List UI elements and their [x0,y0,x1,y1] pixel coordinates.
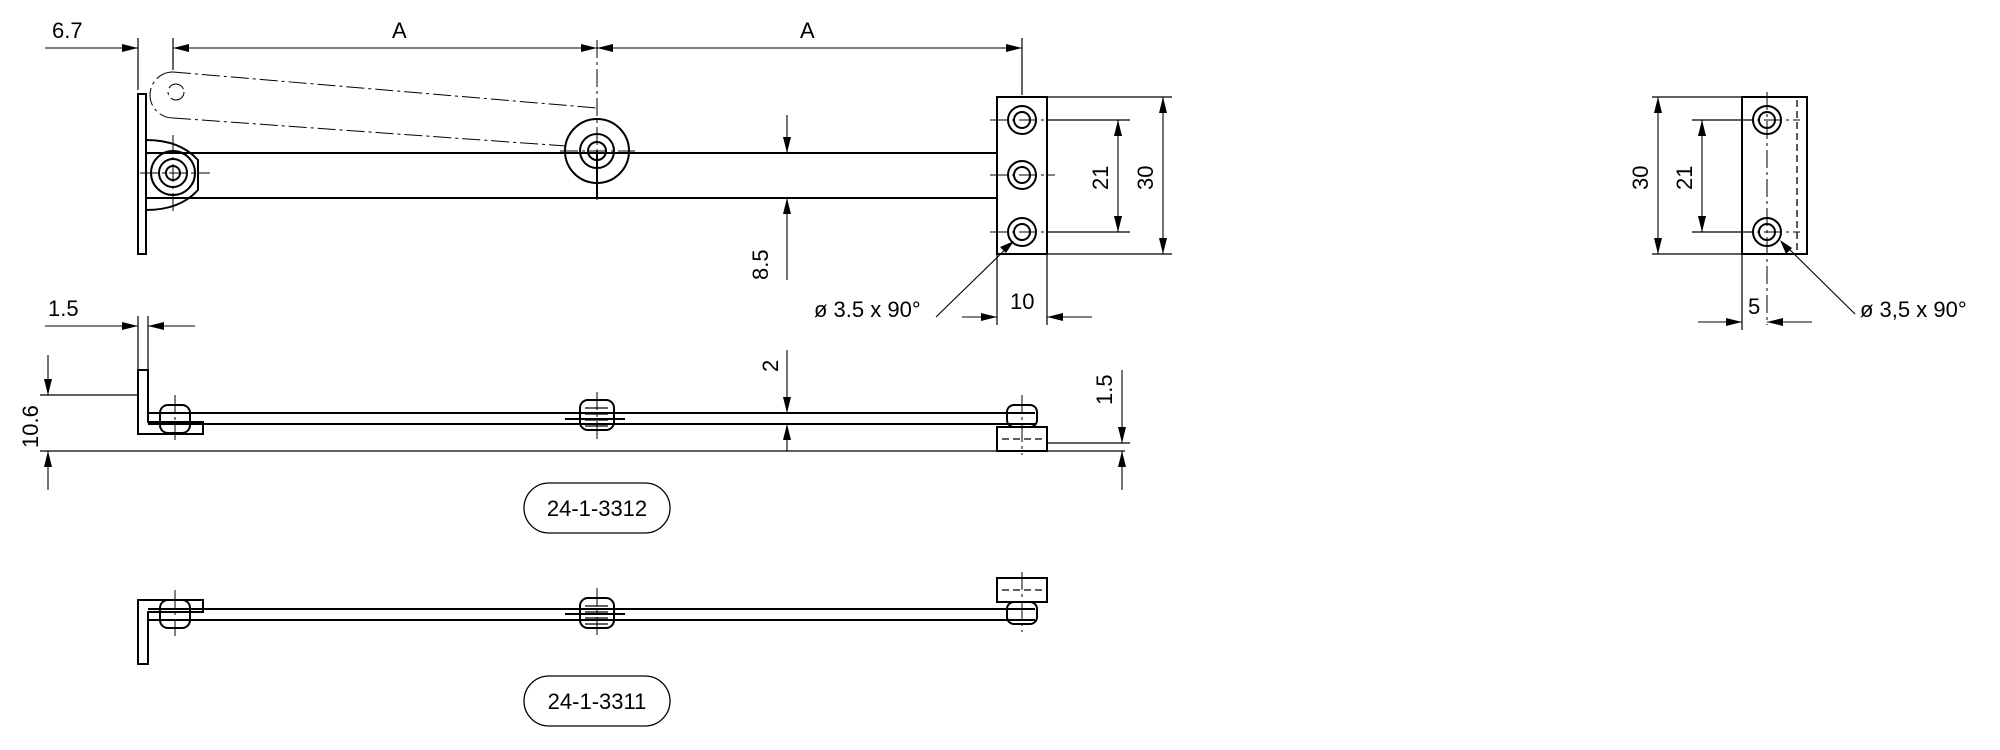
dim-a-left: A [392,18,407,43]
left-lug [145,139,199,211]
elevation-view-3311: 24-1-3311 [137,572,1048,727]
countersink-note-front: ø 3.5 x 90° [814,297,921,322]
dim-8-5: 8.5 [748,249,773,280]
dim-1-5-right: 1.5 [1092,374,1117,405]
side-dim-21: 21 [1672,166,1697,190]
dim-2: 2 [758,360,783,372]
l-bracket-3311 [137,599,204,665]
side-dim-30: 30 [1628,166,1653,190]
part-label-3311-frame [523,675,671,727]
elevation-view-3312: 1.5 10.6 2 1.5 24-1-3312 [18,296,1130,534]
dim-10-6: 10.6 [18,405,43,448]
countersink-note-side: ø 3,5 x 90° [1860,297,1967,322]
side-block [1741,96,1808,255]
dim-a-right: A [800,18,815,43]
dim-1-5-thickness: 1.5 [48,296,79,321]
folded-arm-phantom [172,71,598,147]
dim-30: 30 [1133,166,1158,190]
dim-21: 21 [1088,166,1113,190]
part-label-3312: 24-1-3312 [547,496,647,521]
side-dim-5: 5 [1748,294,1760,319]
block-holes [990,105,1055,247]
plan-view: 6.7 A A 8.5 21 30 [45,18,1172,325]
wall-plate [137,93,147,255]
dim-6-7: 6.7 [52,18,83,43]
side-view-block: 30 21 5 ø 3,5 x 90° [1628,92,1967,330]
dim-10: 10 [1010,289,1034,314]
part-label-3311: 24-1-3311 [548,689,647,714]
part-label-3312-frame [523,482,671,534]
